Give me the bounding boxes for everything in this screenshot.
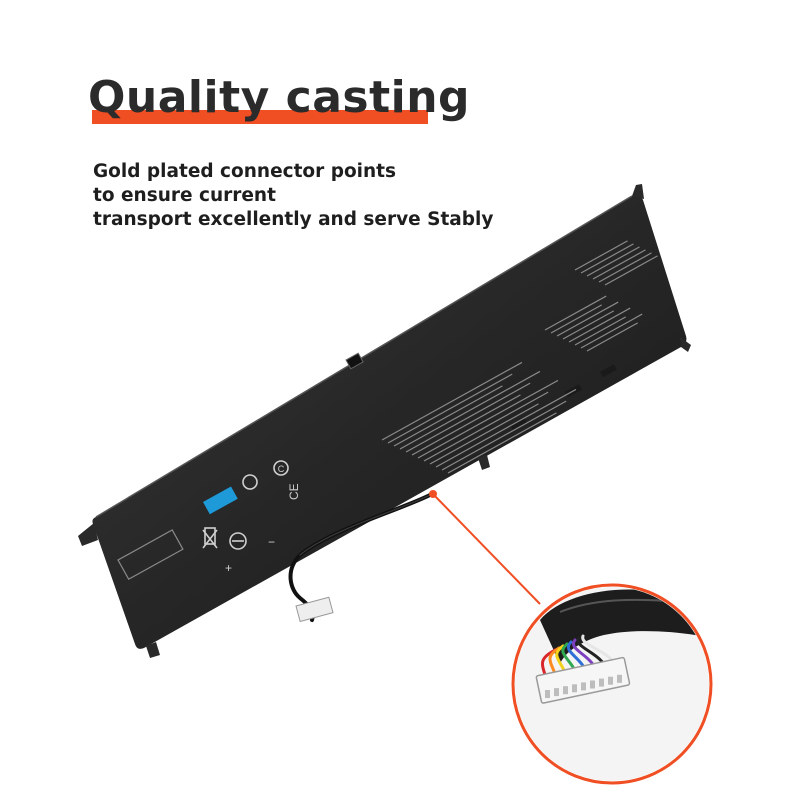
label-print-line bbox=[423, 391, 549, 462]
label-print-line bbox=[580, 313, 643, 349]
description-line: transport excellently and serve Stably bbox=[93, 209, 494, 230]
label-print-line bbox=[562, 310, 615, 340]
label-print-line bbox=[598, 252, 652, 283]
connector-pin bbox=[581, 682, 586, 691]
small-connector bbox=[295, 596, 334, 623]
title-underline bbox=[92, 110, 428, 124]
connector-pin bbox=[617, 674, 622, 683]
label-print-line bbox=[568, 307, 631, 343]
label-print-line bbox=[592, 249, 646, 280]
battery-body bbox=[78, 184, 691, 658]
label-print-line bbox=[586, 322, 639, 352]
battery-cable bbox=[288, 493, 432, 623]
connector-pin bbox=[608, 676, 613, 685]
connector-zoom bbox=[511, 583, 713, 785]
label-print-line bbox=[574, 316, 627, 346]
blue-sticker bbox=[203, 486, 238, 515]
label-print-line bbox=[580, 243, 634, 274]
label-print-line bbox=[556, 301, 619, 337]
label-print-line bbox=[435, 388, 577, 468]
label-print-line bbox=[574, 240, 628, 271]
connector-pin bbox=[599, 678, 604, 687]
label-print-line bbox=[399, 370, 541, 450]
zoom-pointer bbox=[429, 490, 541, 605]
svg-text:+: + bbox=[225, 561, 232, 575]
description-line: Gold plated connector points bbox=[93, 161, 397, 182]
connector-pin bbox=[563, 686, 568, 695]
label-print-line bbox=[550, 304, 603, 334]
label-print-line bbox=[417, 379, 559, 459]
svg-text:−: − bbox=[268, 535, 275, 549]
label-print-line bbox=[544, 295, 607, 331]
label-print-line bbox=[393, 385, 503, 447]
label-print-line bbox=[429, 403, 539, 465]
certification-marks: C CE + − bbox=[117, 460, 301, 581]
connector-pin bbox=[572, 684, 577, 693]
label-print-line bbox=[604, 255, 658, 286]
label-print-line bbox=[405, 382, 531, 453]
connector-pin bbox=[554, 688, 559, 697]
connector-pin bbox=[590, 680, 595, 689]
label-print-line bbox=[387, 373, 513, 444]
description-text: Gold plated connector points to ensure c… bbox=[93, 160, 493, 232]
description-line: to ensure current bbox=[93, 185, 276, 206]
label-print-line bbox=[441, 400, 567, 471]
svg-text:CE: CE bbox=[287, 483, 301, 500]
label-print-line bbox=[447, 412, 557, 474]
label-print-line bbox=[411, 394, 521, 456]
headline-title: Quality casting bbox=[88, 72, 471, 123]
battery-label-print bbox=[381, 240, 658, 474]
svg-text:C: C bbox=[278, 464, 285, 474]
white-connector bbox=[535, 656, 631, 704]
connector-pin bbox=[545, 690, 550, 698]
label-print-line bbox=[381, 361, 523, 441]
label-print-line bbox=[586, 246, 640, 277]
